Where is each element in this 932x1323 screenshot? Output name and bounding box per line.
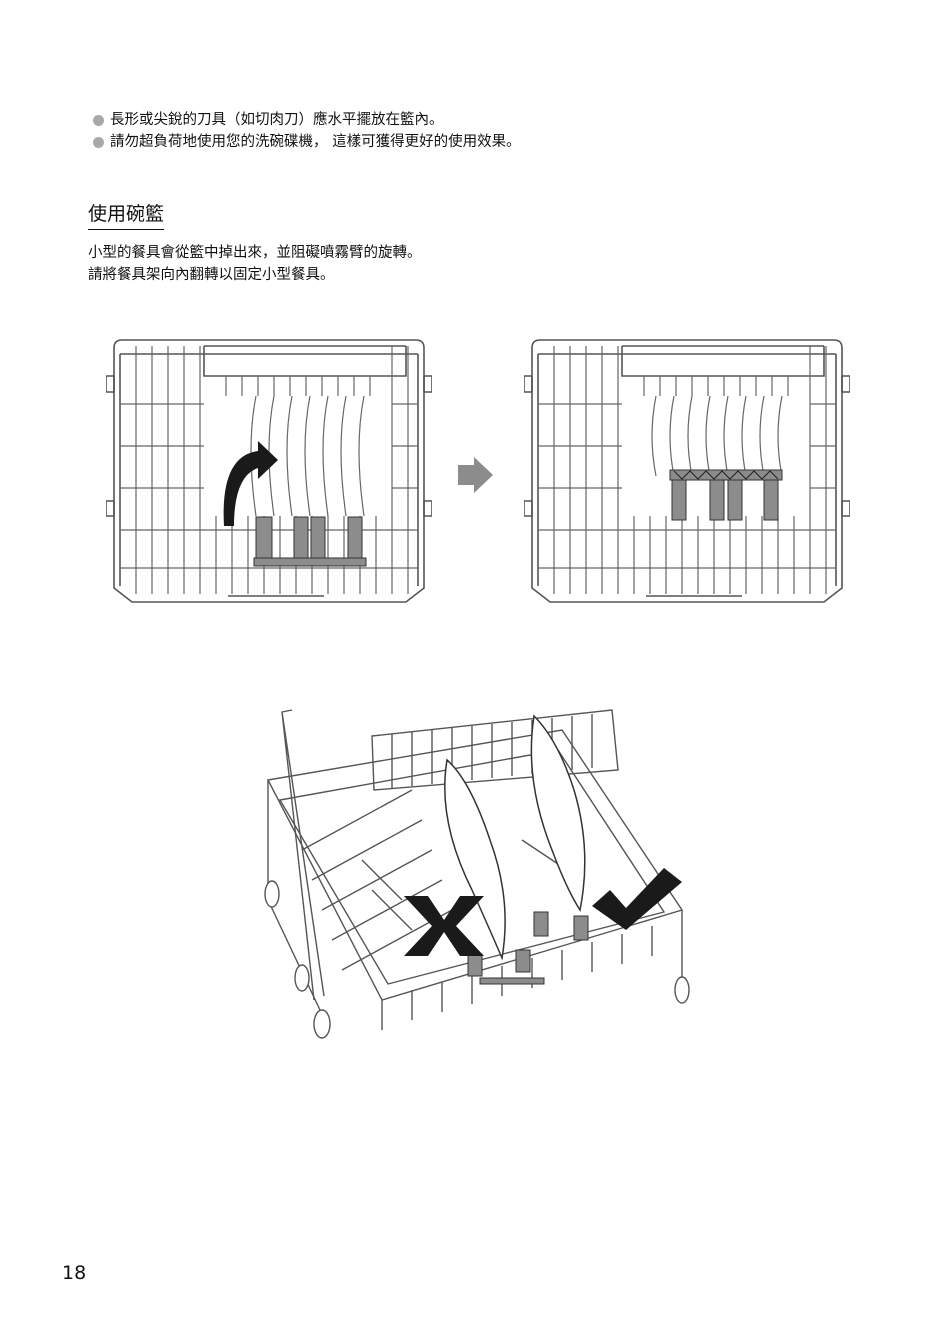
- rack-figure-after: [524, 336, 850, 609]
- rack-flap-parts: [670, 470, 782, 520]
- bullet-item: 長形或尖銳的刀具（如切肉刀）應水平擺放在籃內。: [93, 109, 521, 131]
- rack-perspective-figure: [262, 700, 692, 1045]
- cross-icon: [404, 896, 484, 956]
- check-icon: [592, 868, 682, 930]
- bullet-list: 長形或尖銳的刀具（如切肉刀）應水平擺放在籃內。 請勿超負荷地使用您的洗碗碟機， …: [93, 109, 521, 153]
- paragraph-line: 請將餐具架向內翻轉以固定小型餐具。: [88, 264, 422, 286]
- bullet-text: 請勿超負荷地使用您的洗碗碟機， 這樣可獲得更好的使用效果。: [110, 131, 521, 153]
- bullet-item: 請勿超負荷地使用您的洗碗碟機， 這樣可獲得更好的使用效果。: [93, 131, 521, 153]
- rack-flap-parts: [254, 517, 366, 566]
- paragraph-line: 小型的餐具會從籃中掉出來，並阻礙噴霧臂的旋轉。: [88, 242, 422, 264]
- bullet-dot-icon: [93, 137, 104, 148]
- right-arrow-icon: [456, 456, 494, 494]
- bullet-text: 長形或尖銳的刀具（如切肉刀）應水平擺放在籃內。: [110, 109, 444, 131]
- bullet-dot-icon: [93, 115, 104, 126]
- rack-figure-before: [106, 336, 432, 609]
- plate-shapes: [445, 716, 585, 958]
- section-title: 使用碗籃: [88, 199, 164, 230]
- section-paragraph: 小型的餐具會從籃中掉出來，並阻礙噴霧臂的旋轉。 請將餐具架向內翻轉以固定小型餐具…: [88, 242, 422, 286]
- page-number: 18: [62, 1262, 86, 1284]
